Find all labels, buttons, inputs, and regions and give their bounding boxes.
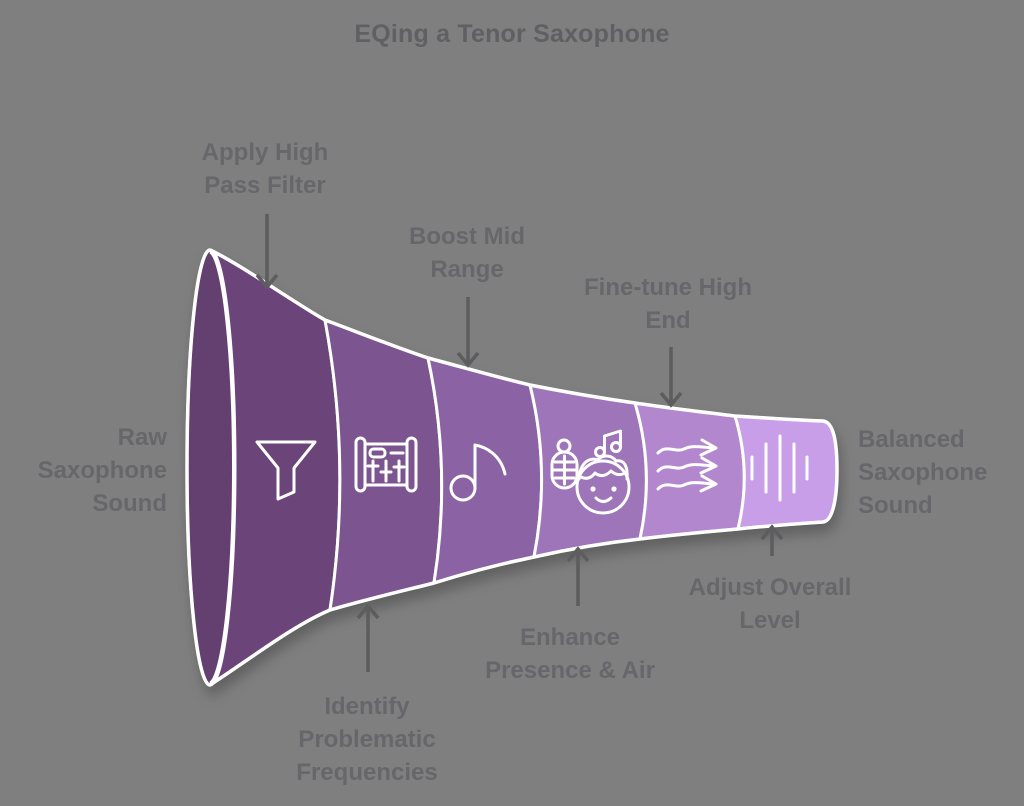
step-label-fine-tune-high-end: Fine-tune High End [584, 274, 752, 334]
bell-rim-line [209, 250, 235, 685]
enhance-presence-arrow [566, 546, 590, 606]
funnel-segment-2 [323, 318, 444, 612]
airflow-waves-icon [656, 438, 718, 493]
identify-frequencies-arrow [356, 603, 380, 672]
input-label-raw-sound: Raw Saxophone Sound [37, 424, 167, 517]
funnel-body [185, 248, 839, 687]
level-bars-icon [750, 434, 809, 502]
music-note-icon [449, 443, 507, 502]
funnel-outline [185, 248, 839, 687]
adjust-level-arrow [760, 524, 784, 556]
funnel-segment-3 [426, 356, 544, 585]
apply-high-pass-arrow [255, 214, 279, 290]
page-title: EQing a Tenor Saxophone [354, 20, 670, 48]
funnel-segment-5 [633, 401, 746, 541]
fine-tune-high-end-arrow [659, 347, 683, 408]
step-label-apply-high-pass: Apply High Pass Filter [201, 139, 329, 199]
funnel-segment-6 [733, 414, 839, 531]
mixer-sliders-icon [354, 436, 418, 493]
funnel-segment-4 [528, 383, 648, 559]
output-label-balanced-sound: Balanced Saxophone Sound [858, 426, 988, 519]
step-label-identify-frequencies: Identify Problematic Frequencies [296, 693, 438, 786]
step-label-adjust-level: Adjust Overall Level [688, 574, 852, 634]
microphone-singer-icon [550, 429, 631, 515]
funnel-icon [255, 440, 317, 501]
boost-mid-range-arrow [456, 297, 480, 368]
step-label-enhance-presence: Enhance Presence & Air [485, 624, 655, 684]
step-label-boost-mid-range: Boost Mid Range [409, 223, 525, 283]
